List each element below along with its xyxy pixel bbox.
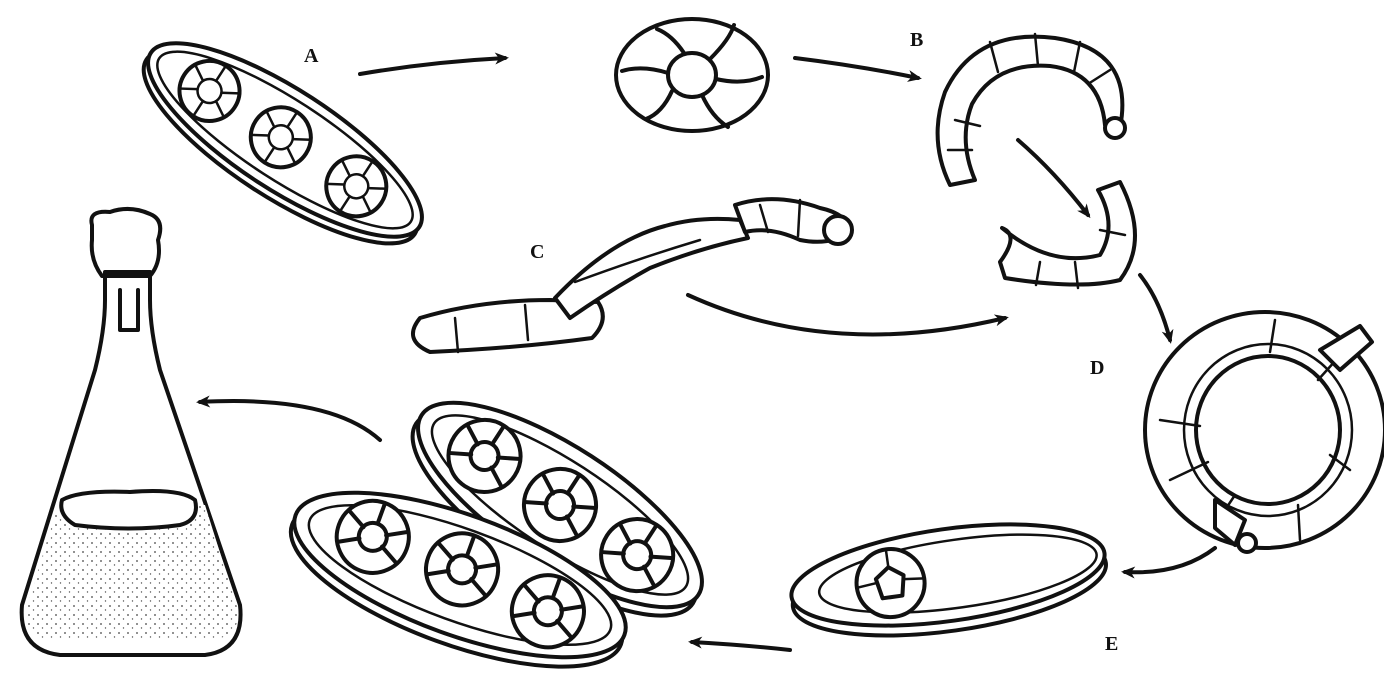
ascus-three-spores-top — [119, 11, 446, 276]
label-e: E — [1105, 633, 1118, 655]
label-c: C — [530, 241, 544, 263]
arrow-d-to-e — [1125, 548, 1215, 572]
germ-tube-b — [938, 34, 1125, 185]
label-b: B — [910, 29, 923, 51]
ascus-one-spore-e — [785, 507, 1112, 652]
arrow-asci-to-flask — [200, 401, 380, 440]
arrow-e-to-double-ascus — [692, 642, 790, 650]
arrow-c-to-d — [688, 295, 1005, 334]
cotton-plug — [91, 209, 160, 276]
arrow-spore-to-b — [795, 58, 918, 78]
arrow-fragment-to-ring — [1140, 275, 1170, 340]
arrow-a-to-spore — [360, 58, 505, 74]
coiled-ring-d — [1145, 312, 1384, 552]
released-spore — [616, 19, 768, 131]
flask-contents-surface — [61, 491, 196, 529]
tube-fragment — [1000, 182, 1135, 288]
elongated-hypha-c — [413, 199, 852, 352]
label-d: D — [1090, 357, 1104, 379]
flask — [22, 209, 241, 655]
label-a: A — [304, 45, 319, 67]
arrow-b-to-fragment — [1018, 140, 1088, 215]
